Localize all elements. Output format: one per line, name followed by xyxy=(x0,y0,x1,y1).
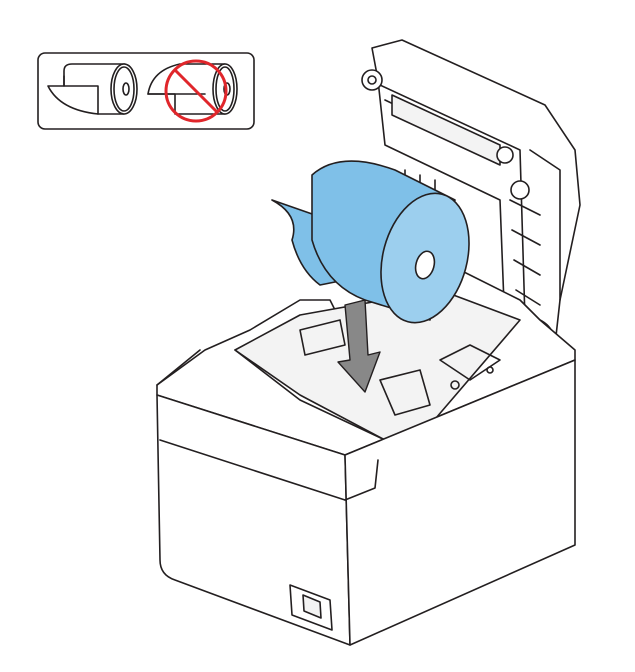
power-switch xyxy=(289,584,333,631)
insert-direction-arrow-icon xyxy=(337,299,381,393)
prohibited-icon xyxy=(164,59,228,123)
orientation-inset xyxy=(37,52,255,130)
paper-roll xyxy=(271,160,470,324)
paper-roll-correct-orientation-icon xyxy=(47,63,138,115)
